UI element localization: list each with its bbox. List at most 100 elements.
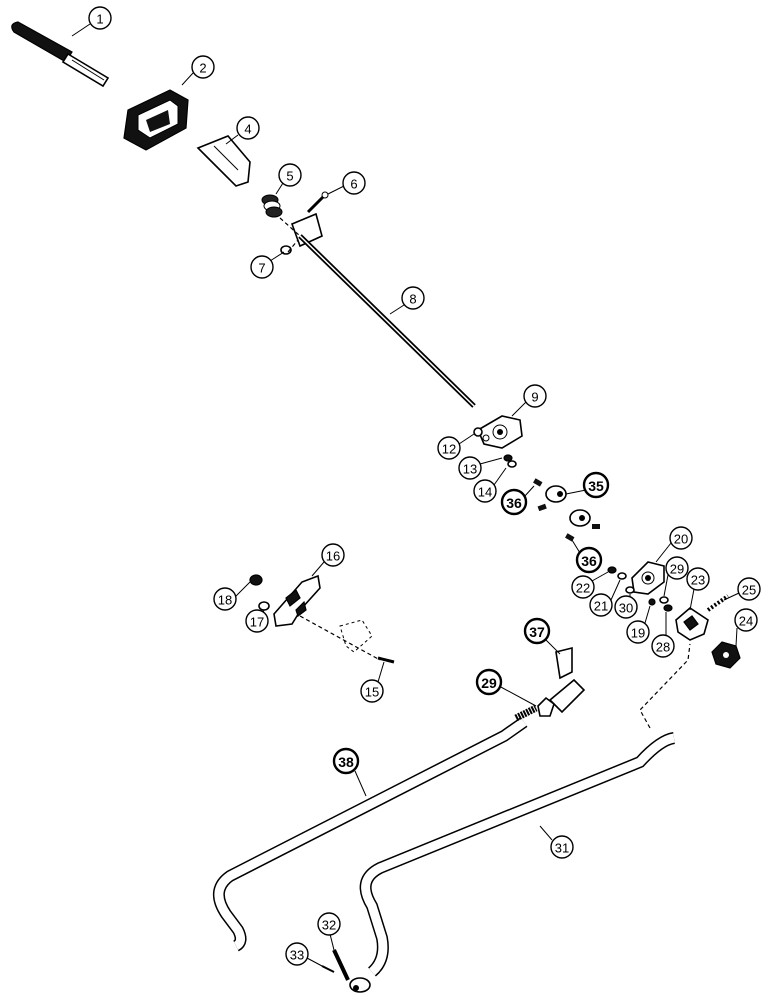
leader-lines — [71, 23, 740, 967]
callout-number: 30 — [619, 601, 633, 616]
callout-circle — [589, 593, 613, 617]
callout-circle — [285, 942, 309, 966]
callout-7: 7 — [250, 255, 274, 279]
callout-number: 31 — [555, 841, 569, 856]
callout-17: 17 — [245, 609, 269, 633]
callout-circle — [317, 912, 341, 936]
callout-circle — [191, 55, 215, 79]
parts-32-33-pin-clip — [321, 949, 350, 981]
callout-circle — [401, 286, 425, 310]
callout-circle — [475, 668, 503, 696]
part-17-18-washer-nut — [249, 574, 270, 611]
callout-37: 37 — [523, 617, 551, 645]
callout-number: 5 — [286, 169, 293, 184]
callout-number: 19 — [631, 626, 645, 641]
callout-number: 29 — [670, 562, 684, 577]
callout-circle — [321, 543, 345, 567]
callout-number: 33 — [290, 948, 304, 963]
callout-6: 6 — [342, 171, 366, 195]
callout-36: 36 — [500, 488, 528, 516]
parts-19-30-hardware — [648, 596, 673, 612]
callout-number: 28 — [656, 640, 670, 655]
callout-circle — [737, 577, 761, 601]
callout-number: 12 — [442, 442, 456, 457]
callout-number: 22 — [576, 581, 590, 596]
callout-19: 19 — [626, 620, 650, 644]
callout-29: 29 — [665, 556, 689, 580]
part-24-nut — [711, 641, 741, 669]
callout-circle — [236, 116, 260, 140]
callout-circle — [278, 163, 302, 187]
callout-number: 17 — [250, 615, 264, 630]
callout-circle — [332, 747, 360, 775]
callout-31: 31 — [550, 835, 574, 859]
callout-circle — [500, 488, 528, 516]
callout-14: 14 — [473, 479, 497, 503]
callout-22: 22 — [571, 575, 595, 599]
callout-circle — [669, 526, 693, 550]
part-6-pin — [306, 191, 329, 214]
callout-circle — [571, 575, 595, 599]
callout-number: 15 — [365, 685, 379, 700]
part-15-bolt — [299, 615, 395, 664]
callout-circle — [473, 479, 497, 503]
part-20-pivot — [607, 561, 665, 595]
part-38-tube — [213, 704, 538, 952]
callout-2: 2 — [191, 55, 215, 79]
part-1-shift-knob — [11, 21, 110, 88]
callout-circle — [523, 617, 551, 645]
callout-1: 1 — [88, 6, 112, 30]
part-4-sleeve — [196, 135, 251, 187]
callout-4: 4 — [236, 116, 260, 140]
part-16-bracket — [273, 574, 321, 627]
callout-number: 21 — [594, 599, 608, 614]
callout-number: 38 — [338, 754, 354, 770]
callout-circle — [523, 384, 547, 408]
callout-number: 7 — [258, 261, 265, 276]
callout-number: 24 — [739, 614, 753, 629]
callout-38: 38 — [332, 747, 360, 775]
callout-circle — [665, 556, 689, 580]
callout-circle — [213, 587, 237, 611]
callout-25: 25 — [737, 577, 761, 601]
callout-number: 32 — [322, 918, 336, 933]
callout-16: 16 — [321, 543, 345, 567]
part-29-nut — [537, 696, 555, 717]
callout-36: 36 — [575, 546, 603, 574]
callout-circle — [360, 679, 384, 703]
callout-33: 33 — [285, 942, 309, 966]
callout-18: 18 — [213, 587, 237, 611]
callout-number: 1 — [96, 12, 103, 27]
callout-circle — [686, 567, 710, 591]
callout-number: 25 — [742, 583, 756, 598]
callout-circle — [458, 456, 482, 480]
callout-circle — [734, 608, 758, 632]
callout-number: 18 — [218, 593, 232, 608]
callout-15: 15 — [360, 679, 384, 703]
callout-number: 35 — [588, 478, 604, 494]
callout-35: 35 — [582, 471, 610, 499]
callout-number: 4 — [244, 122, 251, 137]
part-23-clevis — [675, 606, 709, 641]
parts-12-14-hardware — [473, 427, 517, 468]
part-2-boot — [123, 89, 189, 151]
callout-number: 23 — [691, 573, 705, 588]
callout-32: 32 — [317, 912, 341, 936]
part-5-spring — [261, 194, 283, 218]
callout-12: 12 — [437, 436, 461, 460]
callout-circle — [550, 835, 574, 859]
callout-circle — [88, 6, 112, 30]
callout-number: 8 — [409, 292, 416, 307]
callout-13: 13 — [458, 456, 482, 480]
callout-number: 13 — [463, 462, 477, 477]
part-37-elbow-fitting — [548, 646, 586, 714]
callout-number: 2 — [199, 61, 206, 76]
callout-number: 16 — [326, 549, 340, 564]
callout-number: 20 — [674, 532, 688, 547]
callout-number: 36 — [506, 495, 522, 511]
callout-21: 21 — [589, 593, 613, 617]
part-9-pivot-bracket — [476, 415, 523, 449]
callout-circle — [626, 620, 650, 644]
